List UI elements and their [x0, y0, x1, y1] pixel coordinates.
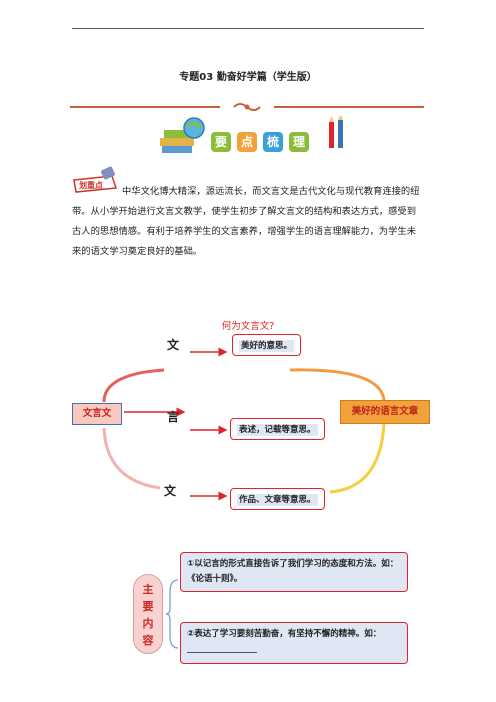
- main-char-2: 要: [142, 600, 154, 613]
- arc-upper-left: [102, 368, 165, 403]
- definition-3: 作品、文章等意思。: [237, 494, 318, 506]
- page-title: 专题03 勤奋好学篇（学生版）: [179, 72, 317, 83]
- highlight-stamp-icon: 划重点: [73, 166, 118, 193]
- diagram-char-wen-1: 文: [167, 338, 180, 352]
- tile-li: 理: [289, 132, 309, 152]
- banner-line-left: [70, 106, 220, 108]
- tile-yao: 要: [211, 132, 231, 152]
- banner-line-right: [274, 106, 424, 108]
- key-points-banner: 要 点 梳 理: [70, 96, 424, 168]
- definition-box-2: 表述，记载等意思。: [230, 418, 325, 440]
- main-char-4: 容: [142, 634, 154, 647]
- content-item-2: ②表达了学习要刻苦勤奋，有坚持不懈的精神。如：: [180, 622, 408, 664]
- arc-upper-right: [289, 368, 386, 401]
- main-content-label: 主 要 内 容: [133, 574, 163, 654]
- content-item-2-text: ②表达了学习要刻苦勤奋，有坚持不懈的精神。如：: [187, 629, 382, 639]
- ornament-icon: [233, 103, 261, 111]
- content-item-1: ①以记言的形式直接告诉了我们学习的态度和方法。如：《论语十则》。: [180, 552, 408, 592]
- pencils-icon: [329, 116, 343, 148]
- books-globe-icon: [160, 117, 205, 153]
- intro-paragraph: 中华文化博大精深，源远流长，而文言文是古代文化与现代教育连接的纽带。从小学开始进…: [72, 182, 424, 262]
- main-char-3: 内: [142, 617, 154, 630]
- diagram-char-wen-2: 文: [164, 484, 177, 498]
- definition-box-3: 作品、文章等意思。: [230, 488, 325, 510]
- arc-lower-right: [329, 423, 386, 494]
- diagram-connectors: [102, 347, 386, 501]
- tile-dian: 点: [237, 132, 257, 152]
- tile-shu: 梳: [263, 132, 283, 152]
- definition-2: 表述，记载等意思。: [237, 424, 318, 436]
- stamp-label: 划重点: [79, 180, 103, 190]
- diagram-char-yan: 言: [167, 410, 180, 424]
- beautiful-text-label: 美好的语言文章: [340, 400, 430, 424]
- header-rule: [72, 28, 424, 29]
- arc-lower-left: [102, 427, 161, 490]
- fill-in-blank: [187, 642, 257, 653]
- definition-box-1: 美好的意思。: [232, 334, 302, 356]
- main-char-1: 主: [142, 583, 154, 596]
- intro-text: 中华文化博大精深，源远流长，而文言文是古代文化与现代教育连接的纽带。从小学开始进…: [72, 186, 420, 257]
- definition-1: 美好的意思。: [239, 340, 295, 352]
- question-heading: 何为文言文?: [221, 321, 275, 332]
- wenyanwen-label: 文言文: [72, 403, 122, 425]
- brace-icon: [166, 579, 179, 649]
